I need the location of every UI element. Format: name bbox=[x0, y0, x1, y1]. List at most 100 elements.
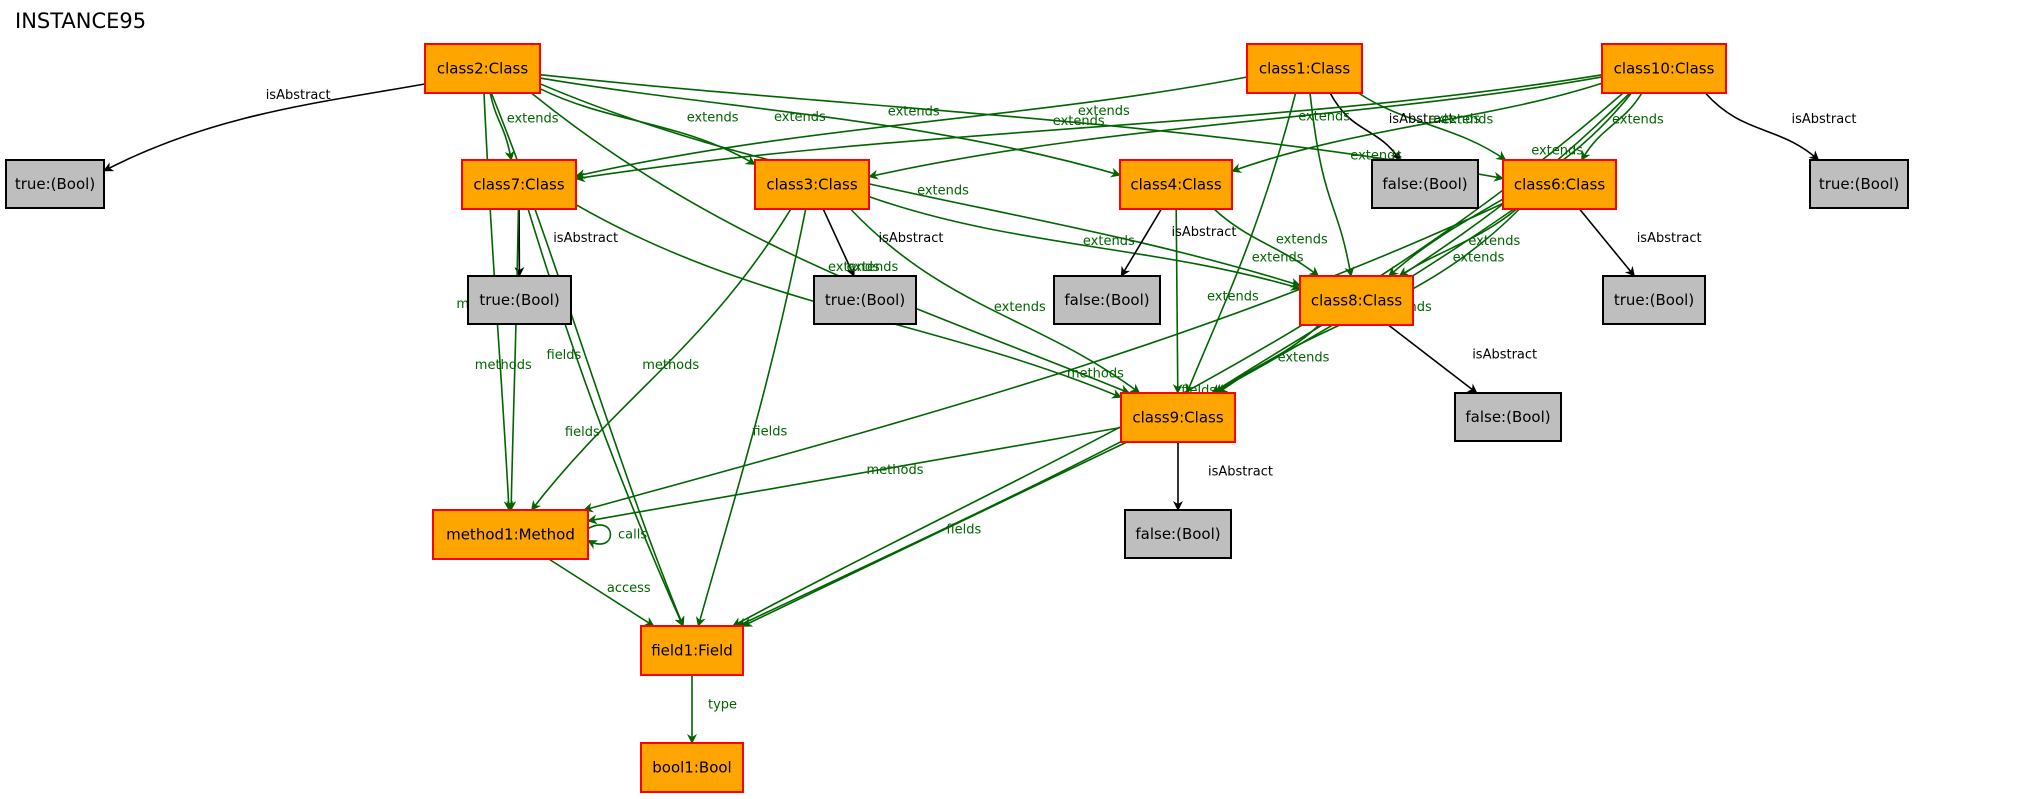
edge-class3-to-class8 bbox=[868, 195, 1301, 291]
node-class2: class2:Class bbox=[424, 43, 541, 94]
edge-class9-to-method1 bbox=[587, 426, 1122, 525]
edge-class1-to-class6 bbox=[1357, 92, 1507, 161]
edge-label-methods: methods bbox=[1067, 366, 1124, 381]
node-box-true_d bbox=[813, 275, 917, 325]
node-label-false_d: false:(Bool) bbox=[1135, 525, 1220, 543]
edge-class3-to-method1 bbox=[530, 208, 792, 511]
edge-label-extends: extends bbox=[1298, 109, 1350, 124]
node-label-class8: class8:Class bbox=[1311, 292, 1402, 310]
node-box-true_c bbox=[467, 275, 572, 325]
node-label-class3: class3:Class bbox=[766, 176, 857, 194]
node-label-class9: class9:Class bbox=[1132, 409, 1223, 427]
edge-label-methods: methods bbox=[475, 358, 532, 373]
node-label-false_c: false:(Bool) bbox=[1465, 408, 1550, 426]
edge-class6-to-true_e bbox=[1578, 208, 1636, 277]
edge-class8-to-false_c bbox=[1387, 324, 1478, 394]
node-box-false_a bbox=[1371, 159, 1479, 209]
edge-label-extends: extends bbox=[1053, 114, 1105, 129]
edge-class1-to-false_a bbox=[1329, 92, 1401, 161]
node-box-false_d bbox=[1124, 509, 1232, 559]
edge-label-fields: fields bbox=[547, 348, 582, 363]
node-label-false_b: false:(Bool) bbox=[1064, 291, 1149, 309]
edge-label-fields: fields bbox=[946, 522, 981, 537]
edge-class7-to-method1 bbox=[506, 208, 520, 511]
edge-class9-to-field1 bbox=[742, 441, 1128, 627]
edge-label-extends: extends bbox=[1468, 234, 1520, 249]
edge-class7-to-field1 bbox=[527, 208, 684, 627]
node-box-true_b bbox=[1809, 159, 1909, 209]
node-box-true_e bbox=[1602, 275, 1706, 325]
node-label-true_d: true:(Bool) bbox=[825, 291, 905, 309]
edge-label-extends: extends bbox=[1083, 234, 1135, 249]
node-box-class7 bbox=[461, 159, 577, 210]
node-class1: class1:Class bbox=[1246, 43, 1363, 94]
edge-class2-to-class4 bbox=[539, 77, 1121, 178]
node-label-class4: class4:Class bbox=[1130, 176, 1221, 194]
edge-label-type: type bbox=[708, 698, 737, 713]
edge-class10-to-class7 bbox=[575, 74, 1603, 183]
edge-class2-to-class8 bbox=[539, 83, 1301, 288]
node-box-class4 bbox=[1119, 159, 1233, 210]
node-false_c: false:(Bool) bbox=[1454, 392, 1562, 442]
edge-label-fields: fields bbox=[752, 424, 787, 439]
edge-class8-to-class9 bbox=[1214, 324, 1320, 394]
node-box-field1 bbox=[640, 625, 744, 676]
edge-label-extends: extends bbox=[1276, 233, 1328, 248]
edge-label-extends: extends bbox=[917, 183, 969, 198]
edge-label-fields: fields bbox=[565, 425, 600, 440]
edge-label-extends: extends bbox=[1278, 350, 1330, 365]
node-box-class2 bbox=[424, 43, 541, 94]
edge-class10-to-class9 bbox=[1211, 92, 1631, 394]
node-box-false_c bbox=[1454, 392, 1562, 442]
node-box-bool1 bbox=[640, 742, 744, 793]
edge-class4-to-class8 bbox=[1213, 208, 1320, 277]
node-label-class7: class7:Class bbox=[473, 176, 564, 194]
node-box-class9 bbox=[1120, 392, 1236, 443]
node-class8: class8:Class bbox=[1299, 275, 1414, 326]
node-box-method1 bbox=[432, 509, 589, 560]
node-true_a: true:(Bool) bbox=[5, 159, 105, 209]
node-true_c: true:(Bool) bbox=[467, 275, 572, 325]
node-true_b: true:(Bool) bbox=[1809, 159, 1909, 209]
node-true_d: true:(Bool) bbox=[813, 275, 917, 325]
node-box-class8 bbox=[1299, 275, 1414, 326]
edge-class10-to-true_b bbox=[1704, 92, 1820, 161]
node-false_d: false:(Bool) bbox=[1124, 509, 1232, 559]
node-box-class6 bbox=[1502, 159, 1617, 210]
edge-label-isabstract: isAbstract bbox=[1389, 112, 1454, 127]
nodes-layer: class2:Class class1:Class class10:Class tru… bbox=[5, 43, 1909, 793]
edge-class6-to-class8 bbox=[1398, 208, 1518, 277]
node-label-false_a: false:(Bool) bbox=[1382, 175, 1467, 193]
node-box-class3 bbox=[754, 159, 870, 210]
edge-class4-to-false_b bbox=[1120, 208, 1163, 277]
edge-method1-to-method1 bbox=[587, 524, 612, 550]
edge-class3-to-true_d bbox=[822, 208, 855, 277]
edge-label-isabstract: isAbstract bbox=[1172, 225, 1237, 240]
edge-class3-to-field1 bbox=[695, 208, 807, 627]
node-class6: class6:Class bbox=[1502, 159, 1617, 210]
edge-class2-to-true_a bbox=[103, 83, 426, 172]
node-class7: class7:Class bbox=[461, 159, 577, 210]
edge-label-extends: extends bbox=[1453, 250, 1505, 265]
node-label-bool1: bool1:Bool bbox=[652, 759, 731, 777]
edge-label-access: access bbox=[607, 581, 651, 596]
edge-label-isabstract: isAbstract bbox=[266, 88, 331, 103]
edge-label-isabstract: isAbstract bbox=[1472, 348, 1537, 363]
edge-label-extends: extends bbox=[1612, 113, 1664, 128]
edge-class10-to-class3 bbox=[868, 76, 1603, 180]
edge-label-extends: extends bbox=[1441, 113, 1493, 128]
edge-label-extends: extends bbox=[828, 260, 880, 275]
edge-class1-to-class7 bbox=[575, 76, 1248, 179]
edge-class2-to-class3 bbox=[539, 87, 756, 166]
node-label-class10: class10:Class bbox=[1614, 60, 1715, 78]
edge-label-extends: extends bbox=[1252, 250, 1304, 265]
node-label-method1: method1:Method bbox=[446, 526, 575, 544]
node-box-true_a bbox=[5, 159, 105, 209]
node-bool1: bool1:Bool bbox=[640, 742, 744, 793]
edge-label-extends: extends bbox=[774, 110, 826, 125]
edge-method1-to-field1 bbox=[548, 558, 655, 627]
edge-label-calls: calls bbox=[618, 528, 647, 543]
edge-class10-to-class6 bbox=[1580, 92, 1643, 161]
edge-class2-to-class6 bbox=[539, 73, 1504, 182]
